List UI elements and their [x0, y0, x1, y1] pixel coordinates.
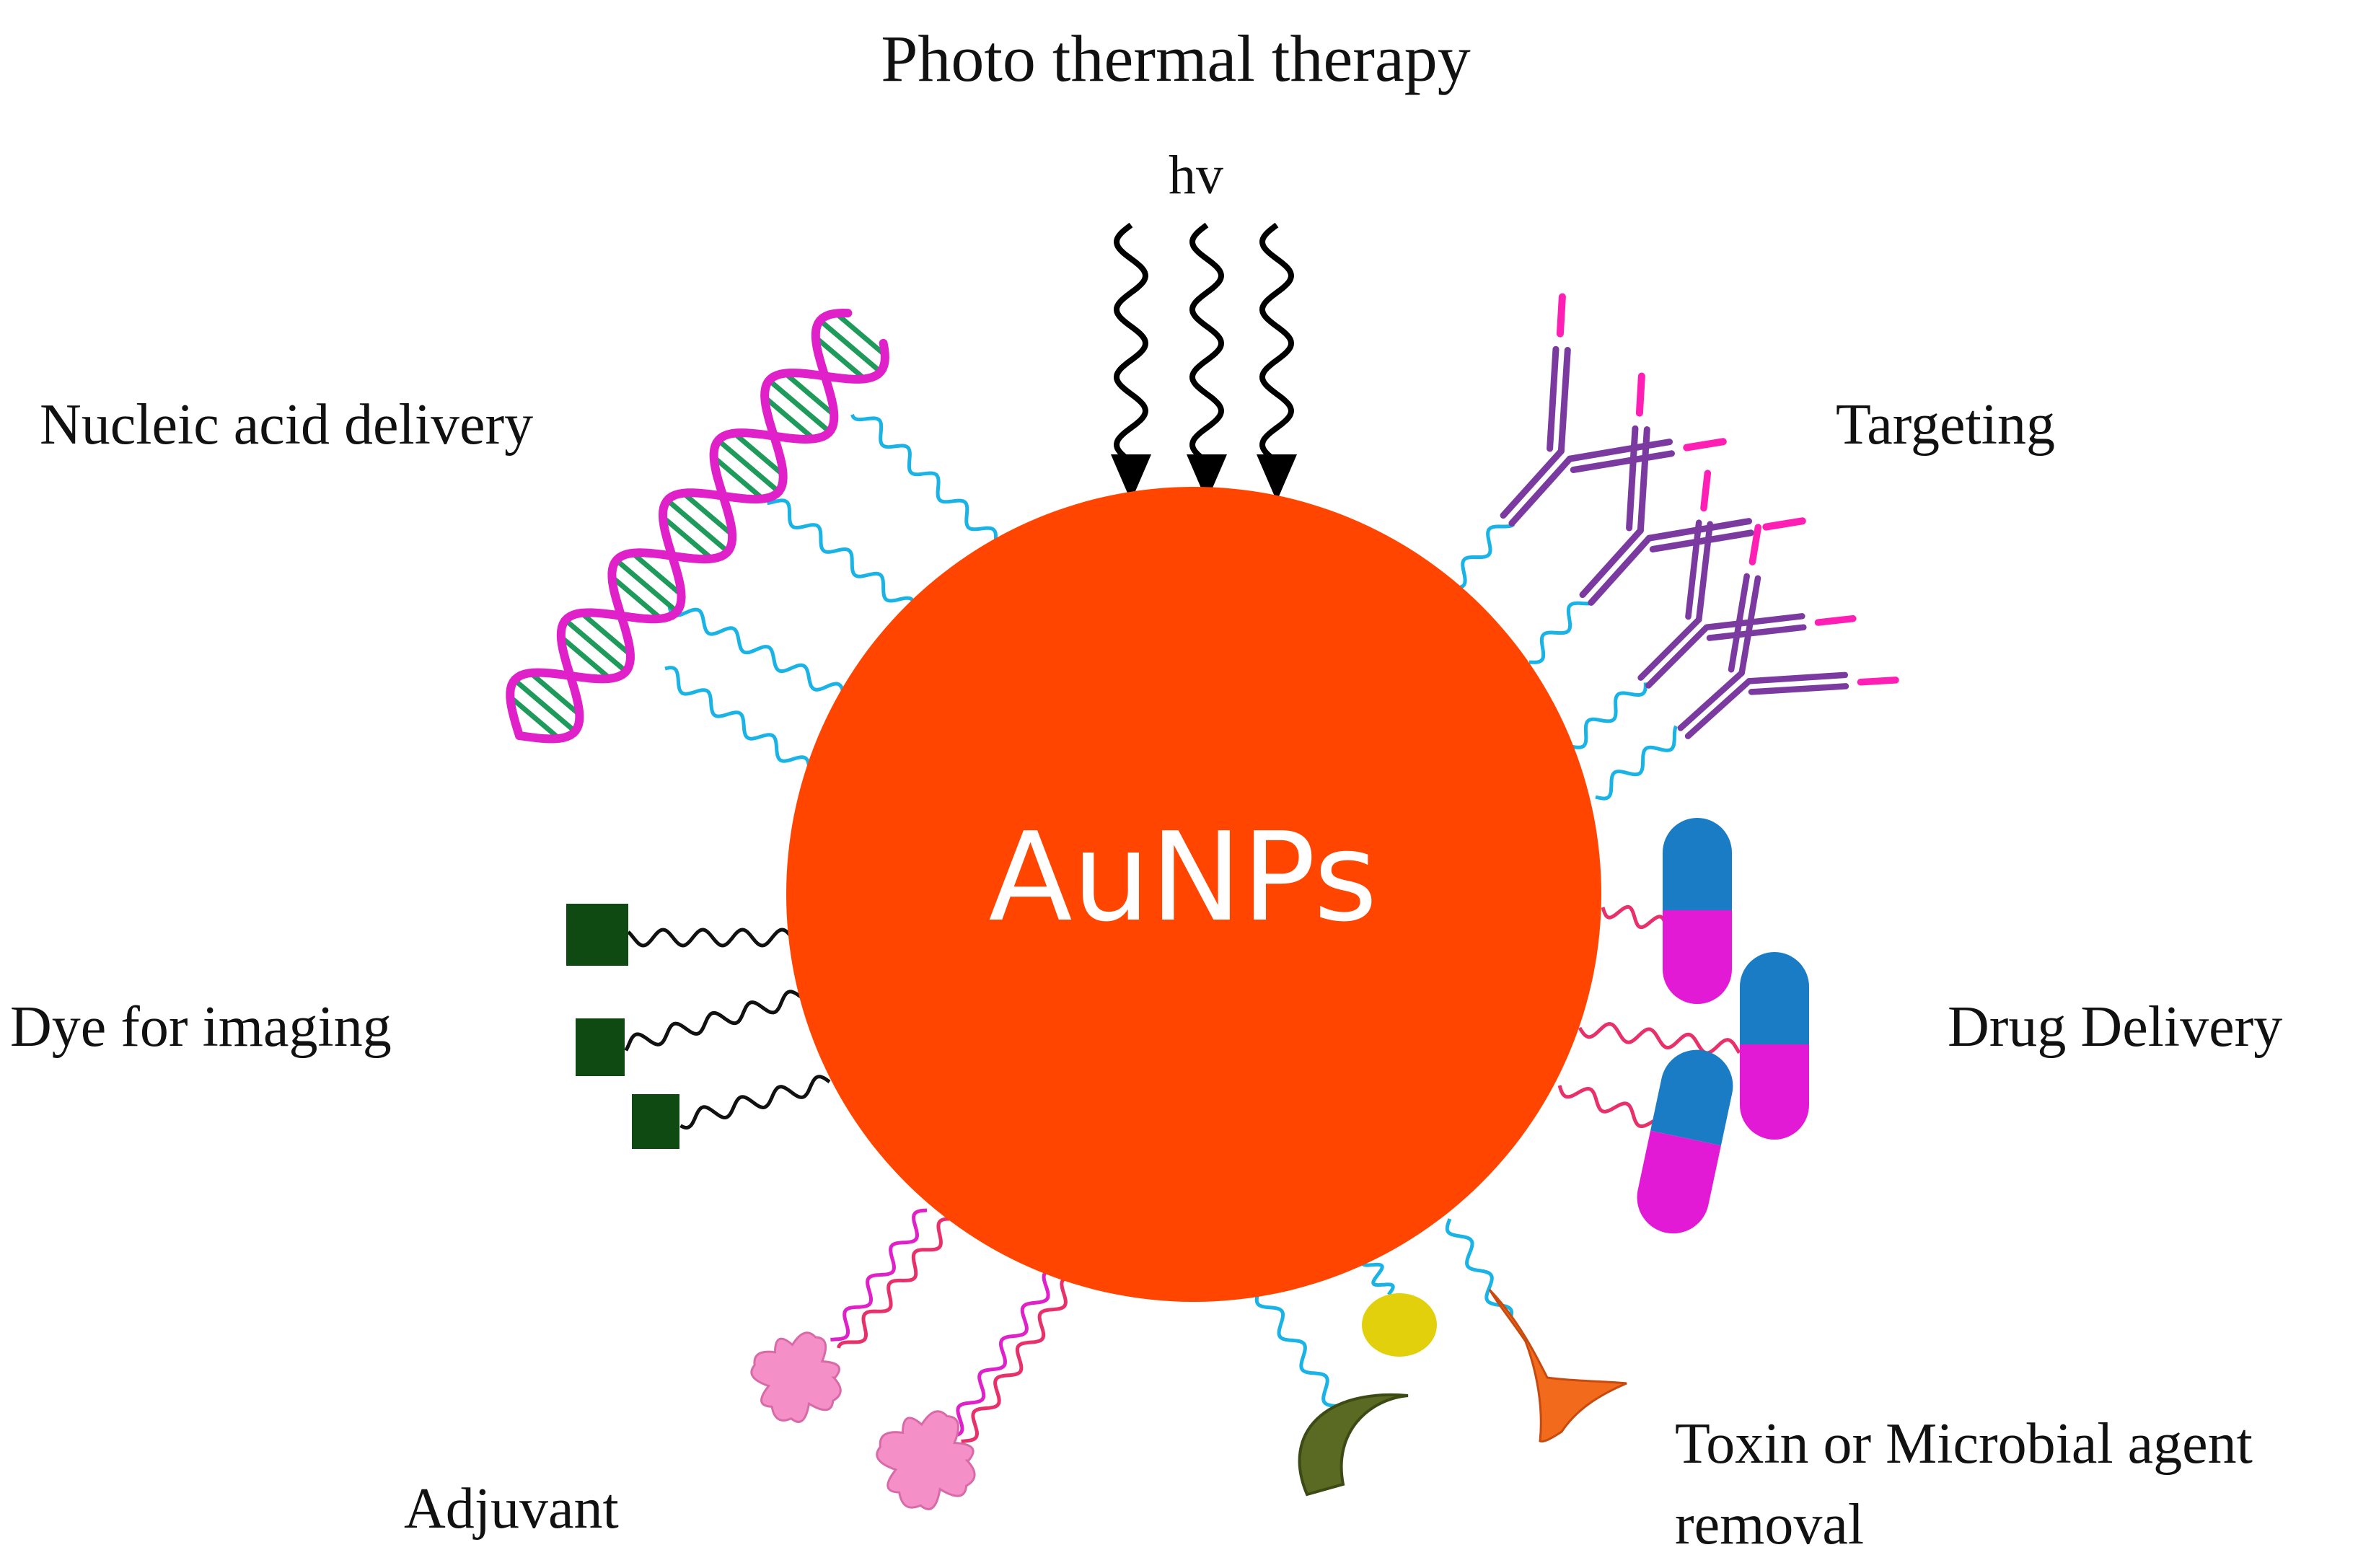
linker-chain	[1570, 682, 1647, 749]
base-pair	[716, 438, 780, 494]
linker-chain	[1595, 725, 1678, 801]
dye-label: Dye for imaging	[10, 995, 392, 1059]
linker-chain	[1445, 1218, 1514, 1319]
linker-chains	[624, 414, 1741, 1443]
linker-chain	[956, 1267, 1057, 1437]
linker-chain	[1254, 1290, 1350, 1411]
toxin-label-line2: removal	[1675, 1493, 1864, 1556]
toxin-label-line1: Toxin or Microbial agent	[1675, 1412, 2253, 1476]
toxin-cone-icon	[1488, 1288, 1627, 1443]
base-pair	[630, 551, 683, 597]
dye-square-icon	[576, 1018, 625, 1076]
capsule-icon	[1740, 952, 1809, 1140]
capsule-icon	[1663, 818, 1732, 1004]
base-pair	[814, 335, 866, 382]
gold-nanoparticle	[786, 487, 1601, 1302]
base-pair	[783, 371, 836, 417]
toxin-agents	[1298, 1288, 1627, 1497]
diagram-title: Photo thermal therapy	[881, 22, 1471, 95]
nanoparticle-label: AuNPs	[988, 806, 1377, 949]
light-wave-arrow-icon	[1187, 222, 1227, 501]
targeting-label: Targeting	[1836, 393, 2055, 457]
light-label: hv	[1169, 145, 1223, 206]
nucleic-acid-label: Nucleic acid delivery	[40, 393, 533, 457]
base-pair	[579, 611, 633, 657]
linker-chain	[767, 498, 917, 612]
base-pair	[712, 455, 765, 501]
toxin-crescent-icon	[1298, 1393, 1409, 1497]
base-pair	[834, 311, 887, 357]
base-pair	[762, 395, 816, 441]
linker-chain	[1528, 601, 1593, 664]
light-wave-arrow-icon	[1111, 222, 1151, 501]
base-pair	[610, 575, 663, 621]
base-pair	[615, 558, 679, 614]
linker-chain	[850, 414, 998, 543]
base-pair	[559, 635, 612, 681]
antibody-icon	[1500, 293, 1727, 527]
adjuvant-blob-icon	[750, 1331, 842, 1423]
base-pair	[508, 695, 561, 741]
drug-capsules	[1637, 818, 1809, 1234]
linker-chain	[664, 666, 811, 771]
capsule-icon	[1637, 1049, 1733, 1234]
linker-chain	[679, 1075, 831, 1130]
base-pair	[732, 431, 785, 477]
dye-square-icon	[632, 1094, 679, 1149]
base-pair	[661, 515, 714, 561]
linker-chain	[1601, 904, 1668, 930]
antibody-icon	[1677, 524, 1899, 739]
linker-chain	[961, 1274, 1075, 1443]
dna-strand	[506, 308, 853, 740]
light-arrows	[1111, 222, 1297, 501]
base-pair	[818, 318, 883, 374]
antibody-icon	[1637, 470, 1857, 689]
linker-chain	[627, 928, 793, 948]
drug-label: Drug Delivery	[1948, 995, 2282, 1059]
dna-strand	[515, 338, 889, 744]
base-pair	[529, 671, 581, 717]
adjuvant-particles	[750, 1331, 976, 1510]
toxin-yellow-particle-icon	[1362, 1293, 1437, 1357]
base-pair	[665, 498, 730, 554]
linker-chain	[1360, 1254, 1395, 1296]
dna-helix-icon	[506, 308, 889, 744]
linker-chain	[837, 1217, 952, 1349]
linker-chain	[1578, 1022, 1741, 1055]
antibodies	[1500, 293, 1899, 739]
linker-chain	[667, 607, 846, 697]
linker-chain	[1451, 523, 1515, 590]
light-wave-arrow-icon	[1257, 222, 1297, 501]
dye-square-icon	[566, 904, 628, 966]
linker-chain	[830, 1208, 928, 1342]
linker-chain	[624, 990, 802, 1052]
adjuvant-label: Adjuvant	[404, 1477, 619, 1541]
antibody-icon	[1579, 372, 1806, 606]
base-pair	[767, 378, 832, 434]
linker-chain	[1557, 1085, 1662, 1128]
base-pair	[513, 678, 577, 734]
dye-squares	[566, 904, 679, 1149]
base-pair	[563, 618, 628, 674]
adjuvant-blob-icon	[876, 1410, 976, 1510]
base-pair	[681, 491, 734, 537]
